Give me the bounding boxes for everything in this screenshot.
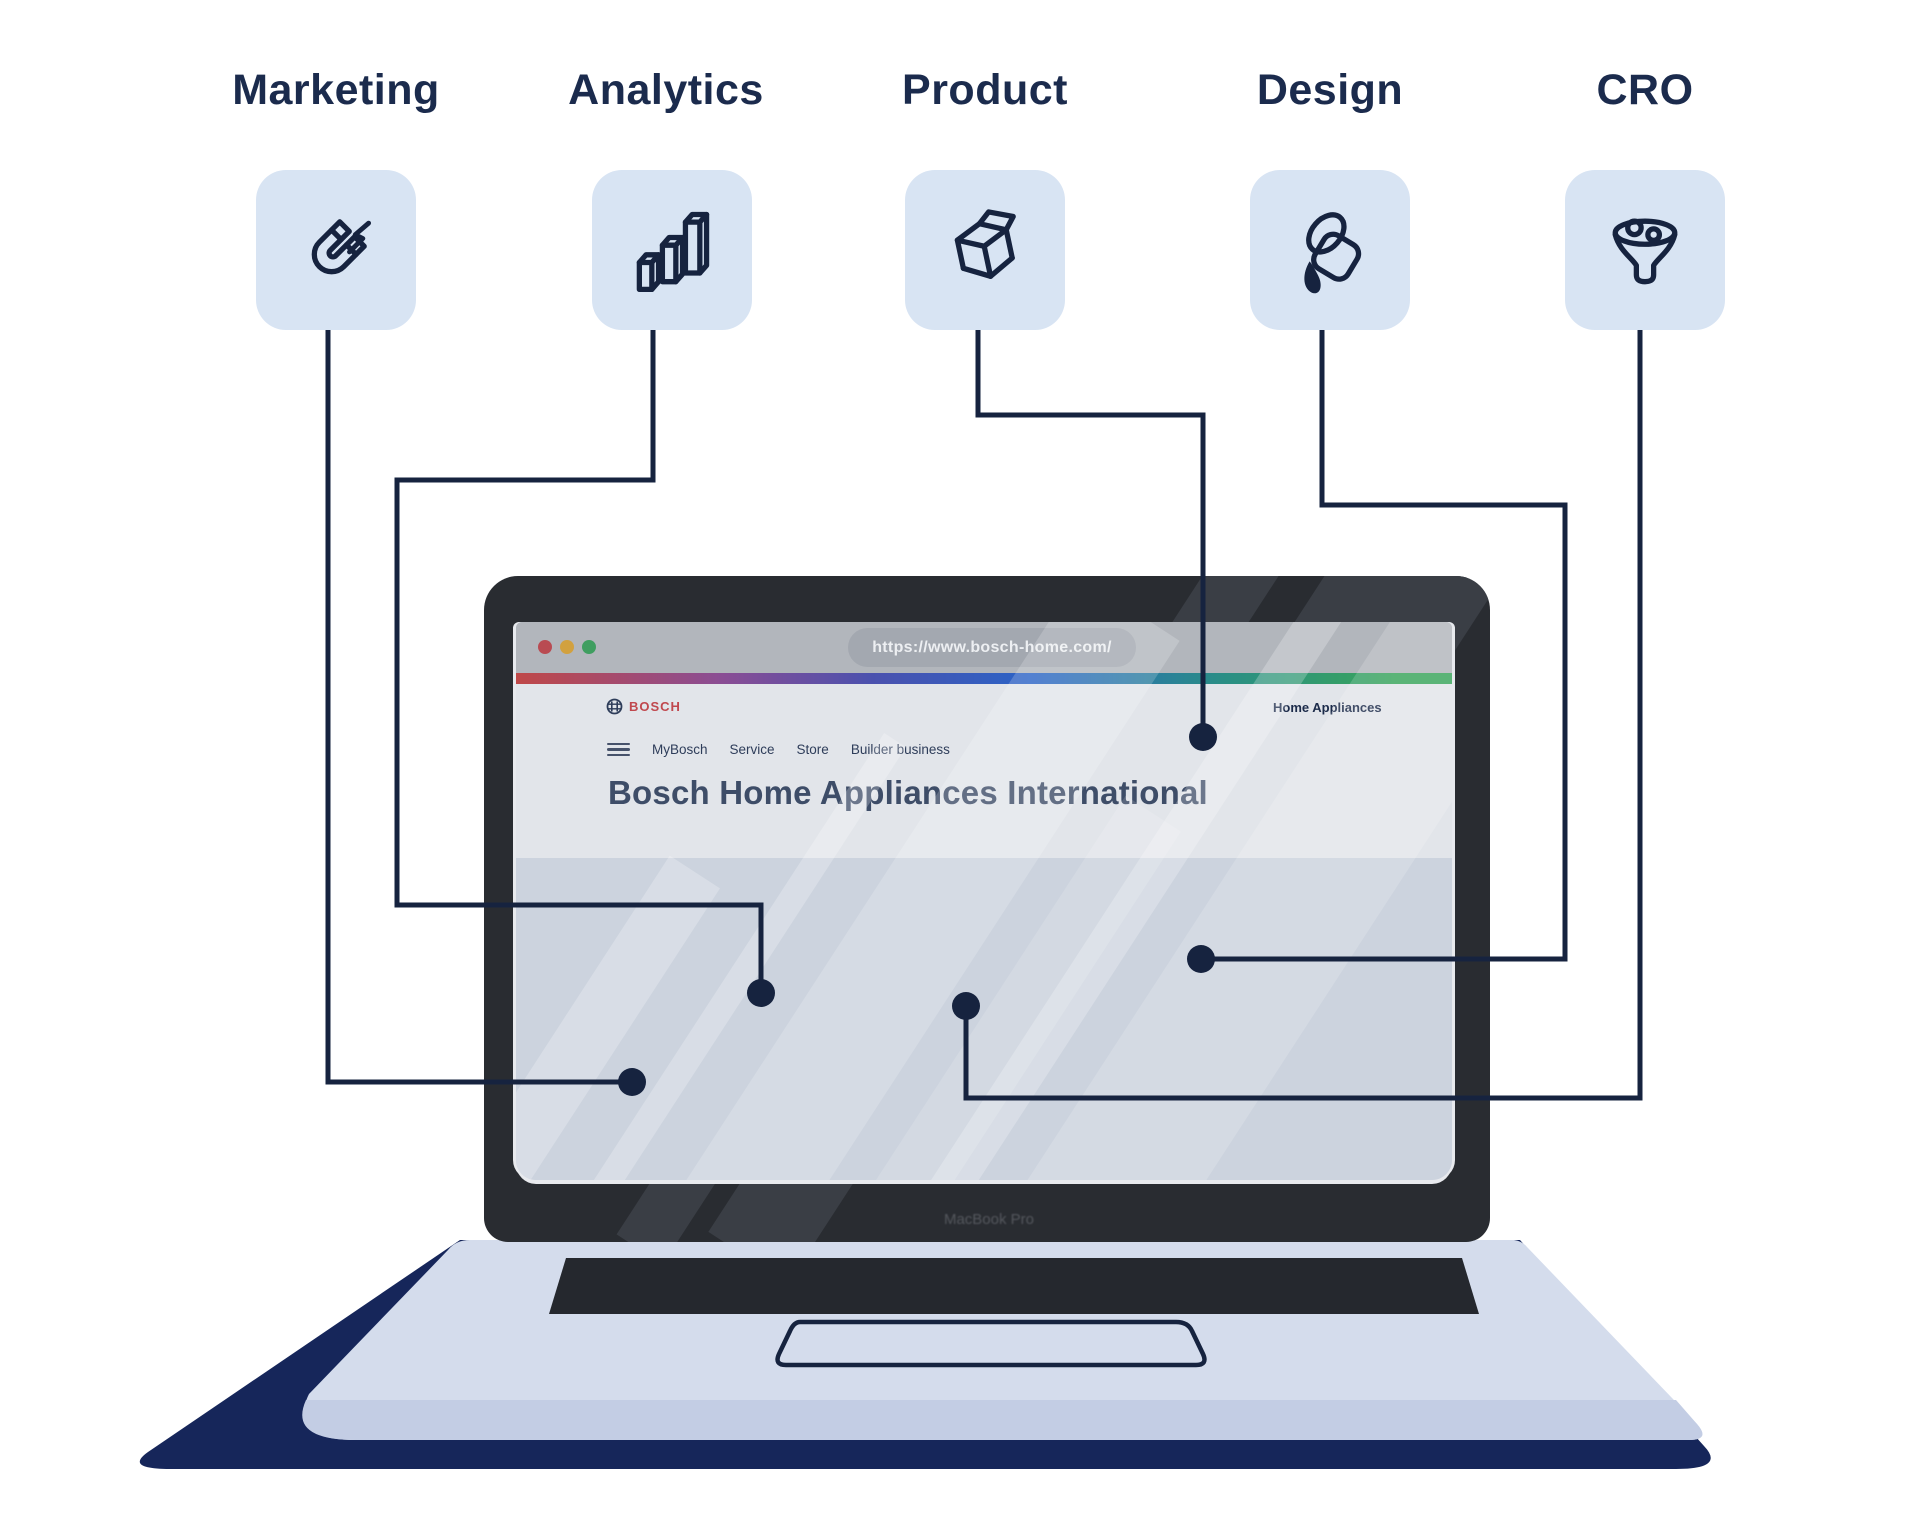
bosch-logo: BOSCH: [606, 698, 681, 715]
analytics-icon-card: [592, 170, 752, 330]
laptop-base-body: [303, 1240, 1703, 1440]
site-nav: MyBosch Service Store Builder business: [607, 742, 950, 757]
bosch-wordmark: BOSCH: [629, 699, 681, 714]
macbook-model-label: MacBook Pro: [943, 1211, 1035, 1228]
magnet-icon: [311, 219, 372, 275]
keyboard-recess: [549, 1258, 1479, 1314]
nav-item-mybosch[interactable]: MyBosch: [652, 742, 708, 757]
fullscreen-window-icon[interactable]: [582, 640, 596, 654]
label-product: Product: [902, 66, 1068, 114]
hero-section: [516, 858, 1452, 1180]
design-icon-card: [1250, 170, 1410, 330]
minimize-window-icon[interactable]: [560, 640, 574, 654]
nav-item-store[interactable]: Store: [796, 742, 829, 757]
trackpad[interactable]: [775, 1319, 1207, 1368]
label-design: Design: [1256, 66, 1404, 114]
nav-item-builder-business[interactable]: Builder business: [850, 742, 950, 757]
brand-gradient-bar: [516, 673, 1452, 684]
address-bar[interactable]: https://www.bosch-home.com/: [848, 628, 1136, 667]
paint-bucket-icon: [1304, 212, 1362, 294]
label-analytics: Analytics: [568, 66, 764, 114]
close-window-icon[interactable]: [538, 640, 552, 654]
browser-toolbar: https://www.bosch-home.com/: [516, 622, 1452, 673]
page-title: Bosch Home Appliances International: [608, 774, 1208, 811]
product-icon-card: [905, 170, 1065, 330]
laptop-base-lower-face: [302, 1400, 1703, 1440]
bosch-anchor-icon: [606, 698, 623, 715]
label-cro: CRO: [1596, 66, 1694, 114]
laptop-shadow: [139, 1240, 1711, 1469]
laptop-screen: https://www.bosch-home.com/ BOSCH: [484, 576, 1490, 1242]
marketing-icon-card: [256, 170, 416, 330]
open-box-icon: [954, 209, 1016, 279]
header-right-label: Home Appliances: [1273, 700, 1382, 715]
site-header: BOSCH MyBosch Service Store Builder busi…: [516, 684, 1452, 858]
nav-item-service[interactable]: Service: [729, 742, 775, 757]
menu-icon[interactable]: [607, 742, 630, 757]
browser-window: https://www.bosch-home.com/ BOSCH: [516, 622, 1452, 1180]
cro-icon-card: [1565, 170, 1725, 330]
funnel-icon: [1612, 218, 1678, 285]
bar-chart-icon: [636, 211, 710, 292]
label-marketing: Marketing: [232, 66, 440, 114]
